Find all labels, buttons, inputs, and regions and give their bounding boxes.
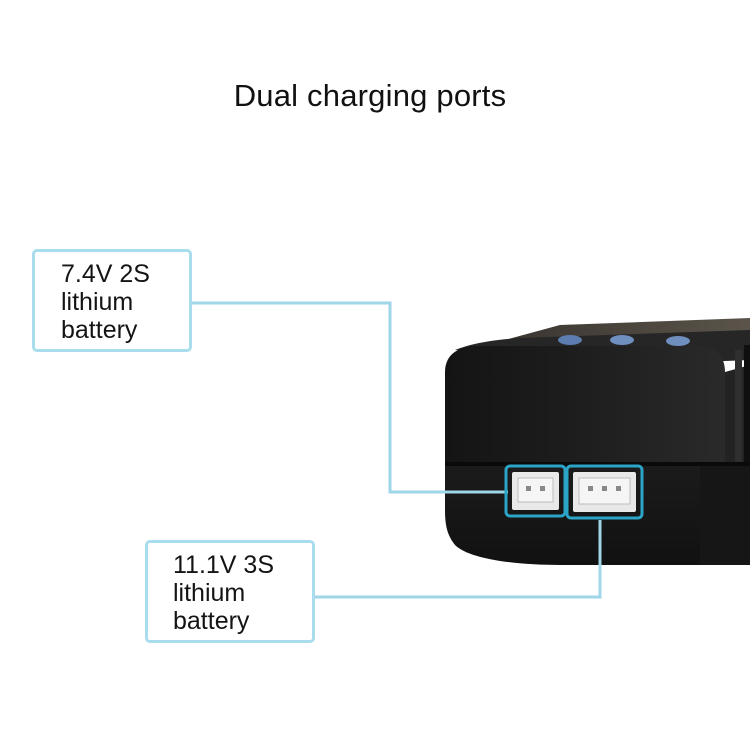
2-pin-jst-port-icon: [504, 464, 567, 518]
leader-lines: [192, 301, 602, 599]
callout-line: 11.1V 3S: [173, 551, 275, 579]
callout-line: lithium: [173, 579, 246, 607]
charger-upper-housing: [445, 345, 750, 470]
callout-2s-battery: 7.4V 2S lithium battery: [32, 249, 192, 352]
callout-line: lithium: [61, 288, 134, 316]
leader-line-2s: [192, 301, 508, 494]
callout-line: battery: [173, 607, 250, 635]
leader-line-3s: [315, 520, 602, 599]
housing-seam: [445, 462, 750, 466]
3-pin-jst-port-icon: [565, 464, 644, 520]
callout-line: 7.4V 2S: [61, 260, 150, 288]
indicator-led-group: [558, 335, 690, 346]
indicator-led: [666, 336, 690, 346]
indicator-led: [610, 335, 634, 345]
callout-3s-battery: 11.1V 3S lithium battery: [145, 540, 315, 643]
callout-line: battery: [61, 316, 138, 344]
indicator-led: [558, 335, 582, 345]
page-title: Dual charging ports: [233, 78, 507, 113]
